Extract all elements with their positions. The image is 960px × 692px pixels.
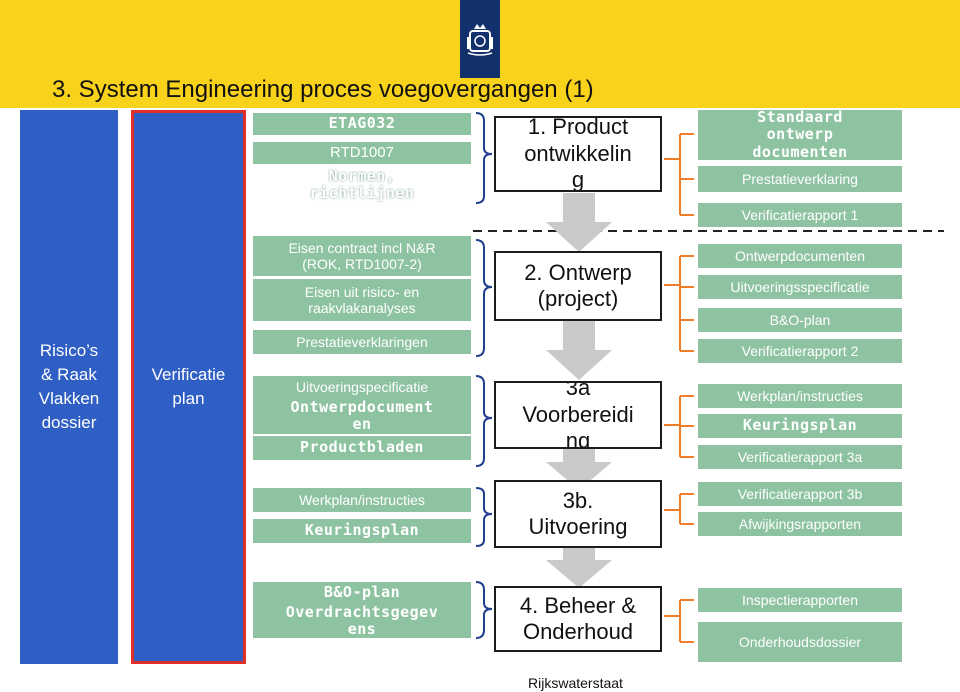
output-ontwerpdocumenten: Ontwerpdocumenten: [698, 244, 902, 268]
input-bo-plan: B&O-plan: [253, 582, 471, 604]
output-bracket-stage1: [664, 133, 694, 216]
stage-uitvoering: 3b. Uitvoering: [494, 480, 662, 548]
verificatieplan-column: Verificatie plan: [131, 110, 246, 664]
input-eisen-risico: Eisen uit risico- en raakvlakanalyses: [253, 279, 471, 321]
output-bo-plan: B&O-plan: [698, 308, 902, 332]
bracket-stage3b: [475, 487, 493, 547]
page-title: 3. System Engineering proces voegovergan…: [52, 76, 594, 103]
input-prestatieverklaringen: Prestatieverklaringen: [253, 330, 471, 354]
flow-arrow-4: [546, 548, 612, 588]
input-werkplan: Werkplan/instructies: [253, 488, 471, 512]
output-prestatieverklaring: Prestatieverklaring: [698, 166, 902, 192]
bracket-stage1: [475, 112, 493, 204]
output-bracket-stage3b: [664, 493, 694, 525]
bracket-stage3a: [475, 375, 493, 467]
risico-dossier-column: Risico’s & Raak Vlakken dossier: [20, 110, 118, 664]
stage-ontwerp-project: 2. Ontwerp (project): [494, 251, 662, 321]
output-brackets: [664, 133, 694, 643]
input-rtd1007: RTD1007: [253, 142, 471, 164]
input-overdrachtsgegevens: Overdrachtsgegev ens: [253, 604, 471, 638]
input-normen-richtlijnen: Normen, richtlijnen: [309, 166, 415, 202]
bracket-stage2: [475, 239, 493, 357]
output-verificatierapport-1: Verificatierapport 1: [698, 203, 902, 227]
output-standaard-ontwerpdocumenten: Standaard ontwerp documenten: [698, 110, 902, 160]
input-eisen-contract: Eisen contract incl N&R (ROK, RTD1007-2): [253, 236, 471, 276]
input-productbladen: Productbladen: [253, 436, 471, 460]
stage-product-ontwikkeling: 1. Product ontwikkelin g: [494, 116, 662, 192]
input-uitvoeringsspecificatie: Uitvoeringspecificatie: [253, 376, 471, 398]
input-ontwerpdocumenten: Ontwerpdocument en: [253, 398, 471, 434]
output-afwijkingsrapporten: Afwijkingsrapporten: [698, 512, 902, 536]
input-brackets: [475, 112, 493, 639]
flow-arrow-1: [546, 193, 612, 252]
output-onderhoudsdossier: Onderhoudsdossier: [698, 622, 902, 662]
verificatieplan-label: Verificatie plan: [151, 365, 226, 408]
flow-arrows: [546, 193, 612, 588]
output-verificatierapport-2: Verificatierapport 2: [698, 339, 902, 363]
output-verificatierapport-3a: Verificatierapport 3a: [698, 445, 902, 469]
stage-voorbereiding: 3a Voorbereidi ng: [494, 381, 662, 449]
output-bracket-stage2: [664, 255, 694, 352]
stage-beheer-onderhoud: 4. Beheer & Onderhoud: [494, 586, 662, 652]
output-bracket-stage3a: [664, 395, 694, 458]
output-inspectierapporten: Inspectierapporten: [698, 588, 902, 612]
output-verificatierapport-3b: Verificatierapport 3b: [698, 482, 902, 506]
input-etag032: ETAG032: [253, 113, 471, 135]
risico-dossier-label: Risico’s & Raak Vlakken dossier: [38, 341, 100, 432]
flow-arrow-3: [546, 449, 612, 490]
input-keuringsplan: Keuringsplan: [253, 519, 471, 543]
bracket-stage4: [475, 581, 493, 639]
royal-coat-of-arms-icon: [460, 0, 500, 78]
output-bracket-stage4: [664, 599, 694, 643]
rijkswaterstaat-label: Rijkswaterstaat: [528, 675, 623, 691]
output-keuringsplan: Keuringsplan: [698, 414, 902, 438]
output-uitvoeringsspecificatie: Uitvoeringsspecificatie: [698, 275, 902, 299]
output-werkplan: Werkplan/instructies: [698, 384, 902, 408]
flow-arrow-2: [546, 321, 612, 380]
